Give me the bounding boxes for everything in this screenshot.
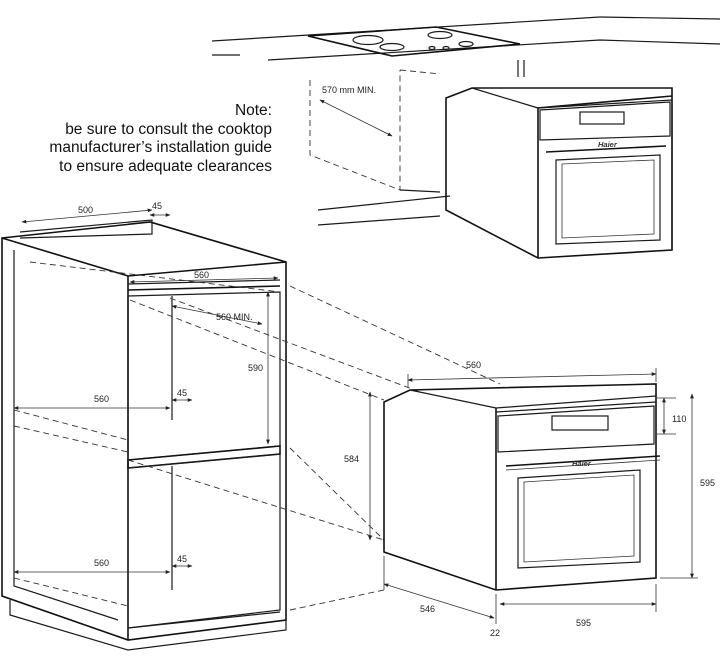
- cabinet-opening-height: 590: [248, 363, 263, 373]
- oven-body-height: 584: [344, 454, 359, 464]
- shelf-depth-upper: 560: [94, 394, 109, 404]
- note-line-3: to ensure adequate clearances: [59, 157, 272, 175]
- note-heading: Note:: [234, 102, 272, 119]
- oven: Haier 560 584 110 595 546 595 22: [344, 360, 715, 638]
- oven-control-height: 110: [672, 414, 686, 424]
- oven-brand: Haier: [572, 459, 592, 468]
- oven-depth: 546: [420, 604, 435, 614]
- oven-front-offset: 22: [490, 628, 500, 638]
- cabinet-opening-min: 560 MIN.: [216, 312, 253, 322]
- cabinet-top-depth: 500: [78, 205, 93, 215]
- note-line-2: manufacturer’s installation guide: [49, 139, 272, 156]
- shelf-gap-lower: 45: [177, 554, 187, 564]
- oven-total-height: 595: [700, 478, 715, 488]
- oven-small-brand: Haier: [598, 140, 618, 149]
- cooktop: [307, 26, 521, 57]
- cabinet: 500 45 560 560 MIN. 590 560 45 560 45: [1, 201, 501, 651]
- note-line-1: be sure to consult the cooktop: [65, 120, 272, 138]
- cooktop-min-clearance: 570 mm MIN.: [322, 85, 376, 95]
- shelf-gap-upper: 45: [177, 388, 187, 398]
- oven-front-width: 595: [576, 618, 591, 628]
- cooktop-detail: 570 mm MIN. Haier: [211, 16, 720, 259]
- cabinet-opening-width: 560: [194, 270, 209, 280]
- oven-small: Haier: [445, 87, 673, 259]
- cabinet-top-offset: 45: [152, 201, 162, 211]
- installation-note: Note: be sure to consult the cooktop man…: [12, 102, 272, 176]
- shelf-depth-lower: 560: [94, 558, 109, 568]
- oven-body-width: 560: [466, 360, 481, 370]
